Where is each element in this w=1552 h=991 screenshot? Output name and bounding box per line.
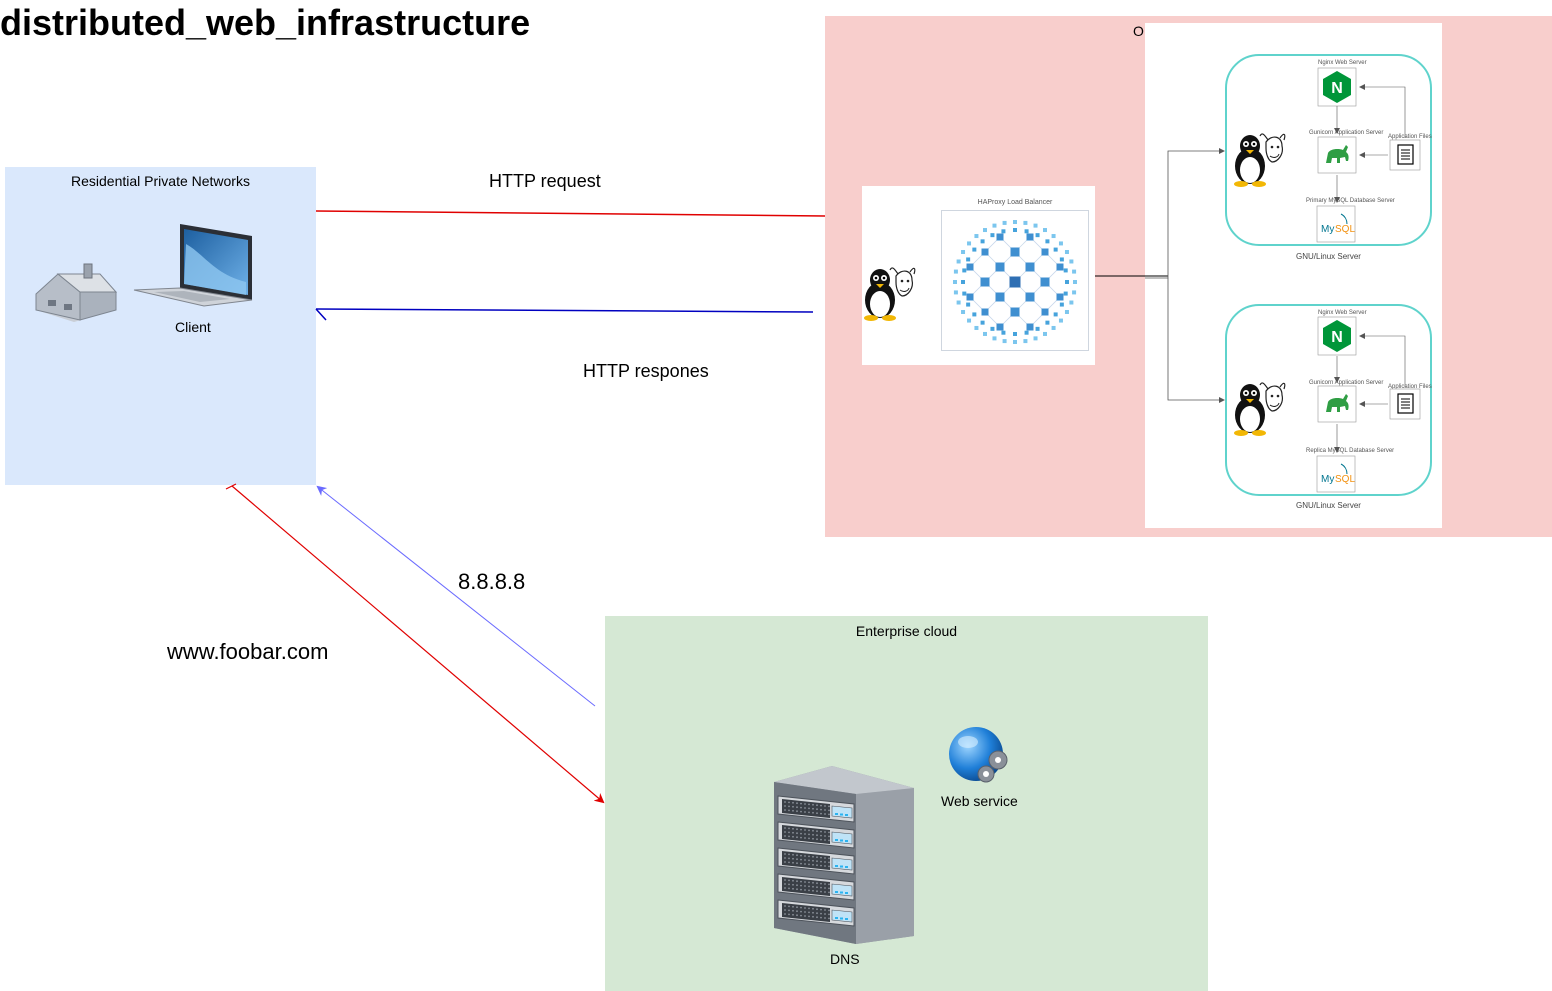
- enterprise-group-label: Enterprise cloud: [855, 623, 958, 639]
- domain-label: www.foobar.com: [167, 639, 329, 664]
- svg-text:My: My: [1321, 474, 1334, 485]
- gunicorn-icon-server1: [1317, 136, 1357, 174]
- dns-ip-label: 8.8.8.8: [458, 569, 526, 594]
- server1-web-label: Nginx Web Server: [1318, 60, 1367, 66]
- dns-server-icon: [774, 766, 914, 944]
- server2-web-label: Nginx Web Server: [1318, 310, 1367, 316]
- http-response-arrowhead: [315, 308, 327, 321]
- page-title: distributed_web_infrastructure: [0, 2, 531, 43]
- server2-app-label: Gunicorn Application Server: [1309, 380, 1384, 386]
- svg-text:N: N: [1331, 80, 1343, 97]
- client-label: Client: [175, 319, 211, 335]
- http-response-edge: [315, 308, 814, 313]
- http-request-label: HTTP request: [489, 171, 601, 191]
- web-service-globe-icon: [949, 727, 1008, 783]
- lb-to-server1-edge: [1145, 148, 1225, 279]
- server1-app-label: Gunicorn Application Server: [1309, 130, 1384, 136]
- svg-text:My: My: [1321, 224, 1334, 235]
- haproxy-mesh-icon: [953, 220, 1077, 344]
- dns-answer-edge: [316, 485, 596, 707]
- server1-footer: GNU/Linux Server: [1296, 252, 1361, 261]
- server2-files-label: Application Files: [1388, 384, 1432, 390]
- residential-network-group[interactable]: Residential Private Networks: [5, 167, 316, 485]
- nginx-icon-server2: N: [1317, 316, 1357, 356]
- haproxy-load-balancer[interactable]: HAProxy Load Balancer: [941, 199, 1089, 351]
- server1-files-label: Application Files: [1388, 134, 1432, 140]
- dns-query-edge: [231, 485, 605, 804]
- penguin-icon-lb: [864, 267, 916, 321]
- server2-db-label: Replica MySQL Database Server: [1306, 448, 1395, 454]
- server2-footer: GNU/Linux Server: [1296, 501, 1361, 510]
- http-request-edge: [315, 210, 826, 217]
- svg-text:N: N: [1331, 329, 1343, 346]
- app-files-icon-server2: [1389, 388, 1421, 420]
- web-service-label: Web service: [941, 793, 1018, 809]
- gunicorn-icon-server2: [1317, 385, 1357, 423]
- laptop-icon: [133, 224, 253, 307]
- app-files-icon-server1: [1389, 139, 1421, 171]
- server1-db-label: Primary MySQL Database Server: [1306, 198, 1395, 204]
- dns-query-tail: [225, 483, 237, 490]
- residential-group-label: Residential Private Networks: [71, 173, 250, 189]
- house-icon: [35, 263, 118, 322]
- svg-text:SQL: SQL: [1335, 474, 1355, 485]
- mysql-icon-server2: My SQL: [1316, 455, 1355, 493]
- nginx-icon-server1: N: [1317, 67, 1357, 107]
- http-response-label: HTTP respones: [583, 361, 709, 381]
- lb-to-server2-edge: [1167, 278, 1225, 403]
- mysql-icon-server1: My SQL: [1316, 205, 1355, 243]
- penguin-icon-server1: [1234, 133, 1286, 187]
- dns-label: DNS: [830, 951, 860, 967]
- s2-files-web-edge: [1359, 333, 1406, 387]
- origin-group-label: O: [1133, 23, 1144, 39]
- svg-text:SQL: SQL: [1335, 224, 1355, 235]
- haproxy-label: HAProxy Load Balancer: [977, 199, 1053, 206]
- penguin-icon-server2: [1234, 382, 1286, 436]
- s1-files-web-edge: [1359, 84, 1406, 138]
